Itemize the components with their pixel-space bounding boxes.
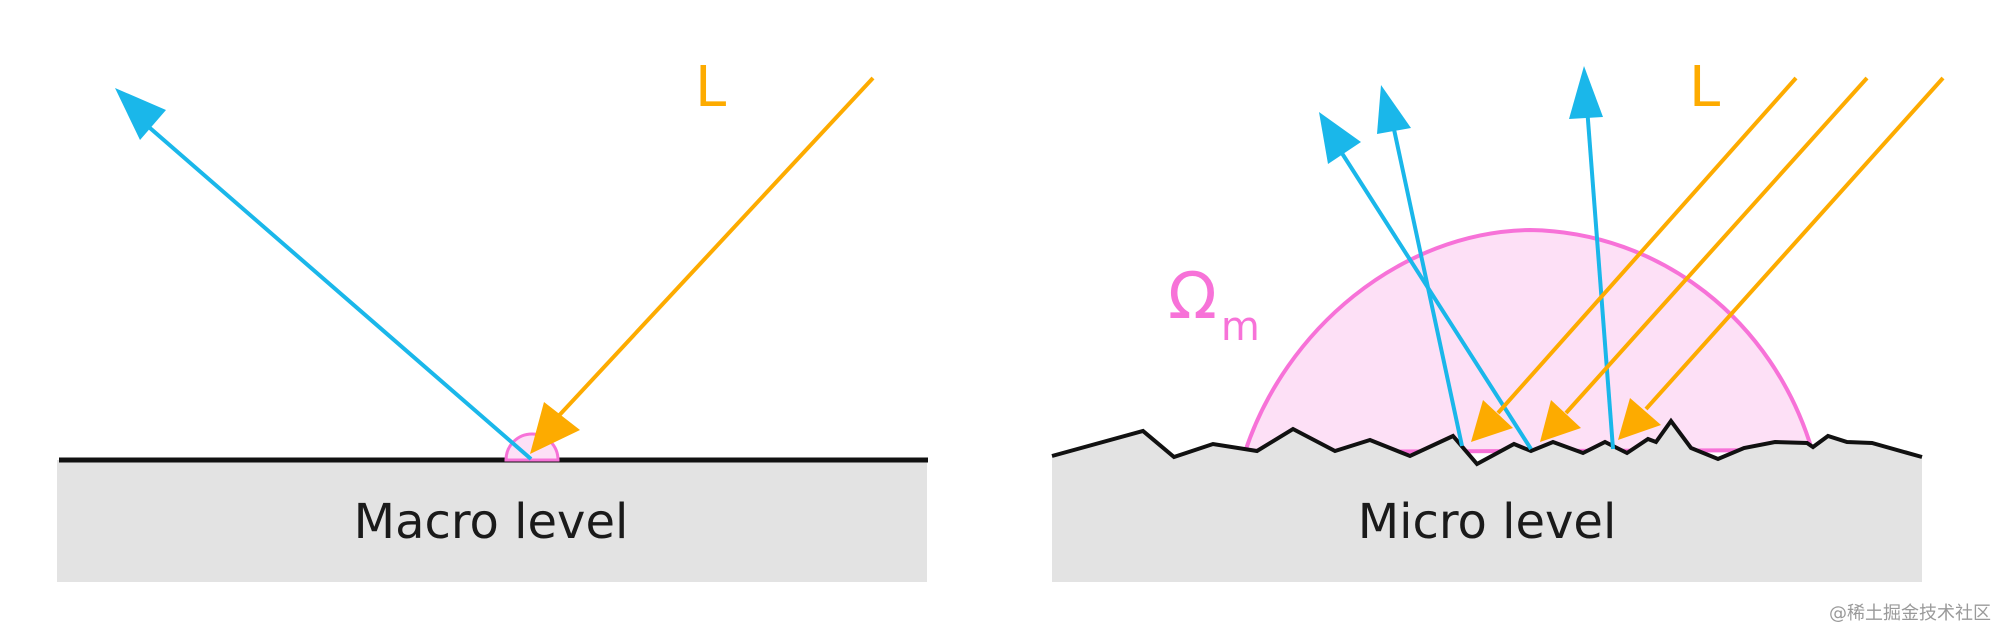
macro-incident-ray — [551, 76, 875, 424]
micro-incident-arrowhead-2 — [1540, 400, 1581, 442]
micro-hemisphere — [1242, 227, 1815, 455]
macro-ground — [57, 460, 927, 582]
micro-incident-ray-1 — [1496, 76, 1798, 415]
micro-incident-ray-3 — [1644, 76, 1945, 411]
micro-caption: Micro level — [1358, 494, 1617, 550]
micro-incident-ray-2 — [1564, 76, 1869, 415]
hemisphere-omega: Ω — [1168, 260, 1217, 334]
micro-incident-arrowhead-1 — [1471, 400, 1513, 442]
hemisphere-subscript: m — [1221, 304, 1260, 350]
micro-reflected-ray-3 — [1585, 106, 1615, 450]
micro-reflected-ray-2 — [1390, 119, 1464, 447]
macro-incident-arrowhead — [530, 402, 580, 454]
micro-light-label: L — [1689, 55, 1720, 120]
watermark: @稀土掘金技术社区 — [1829, 603, 1991, 624]
macro-reflected-arrowhead — [115, 88, 166, 140]
micro-ground — [1052, 421, 1922, 582]
micro-reflected-arrowhead-3 — [1569, 66, 1603, 119]
micro-reflected-arrowhead-1 — [1319, 112, 1361, 164]
micro-incident-arrowhead-3 — [1618, 398, 1661, 440]
macro-light-label: L — [695, 55, 726, 120]
macro-panel: L Macro level — [57, 55, 928, 582]
micro-reflected-ray-1 — [1336, 145, 1533, 451]
micro-reflected-arrowhead-2 — [1377, 85, 1411, 134]
macro-reflected-ray — [133, 113, 533, 461]
macro-caption: Macro level — [354, 494, 629, 550]
micro-surface-line — [1051, 417, 1923, 467]
